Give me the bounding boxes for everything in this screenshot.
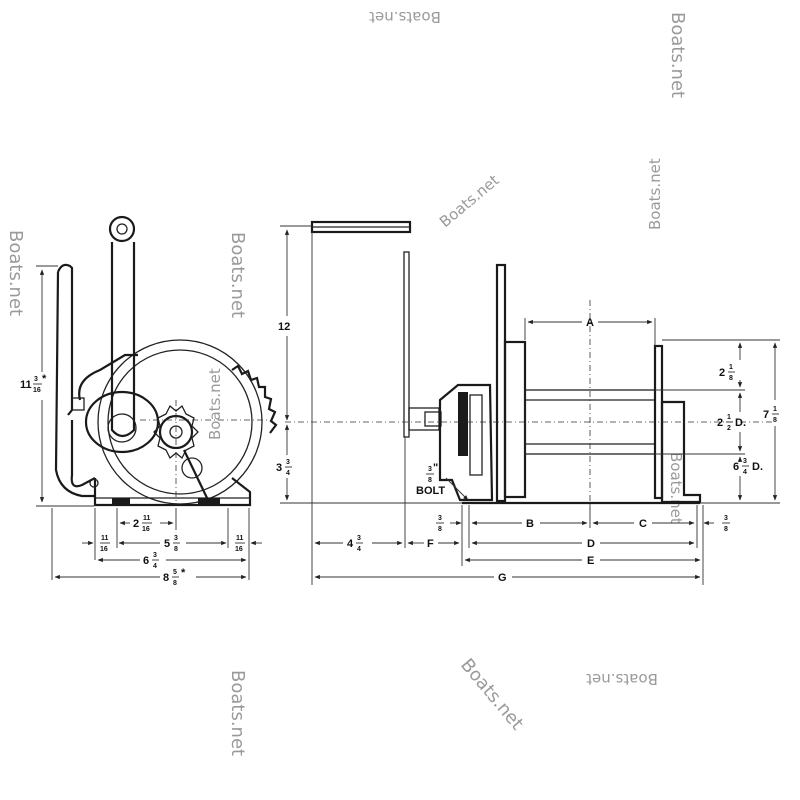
gap-r-den: 8 bbox=[724, 526, 728, 533]
dim-l1116-den: 16 bbox=[100, 546, 108, 553]
base-bolt bbox=[89, 478, 99, 488]
dim-6-den: 4 bbox=[153, 563, 157, 570]
handle-eye-hole bbox=[116, 223, 128, 235]
dim-r2h-num: 1 bbox=[727, 414, 731, 421]
drum-hub bbox=[107, 413, 137, 443]
dim-5-num: 3 bbox=[174, 535, 178, 542]
dim-6-whole: 6 bbox=[143, 555, 149, 567]
dim-r7-den: 8 bbox=[773, 417, 777, 424]
input-shaft bbox=[408, 407, 440, 431]
side-view: 11 3 16 * 2 11 16 11 16 5 3 8 11 16 bbox=[20, 215, 278, 587]
dim-f: F bbox=[427, 538, 434, 550]
dim-r6-suffix: D. bbox=[752, 461, 763, 473]
watermark: Boats.net bbox=[667, 12, 688, 98]
handle-bracket bbox=[71, 397, 85, 411]
dim-a: A bbox=[586, 317, 594, 329]
dim-r7-whole: 7 bbox=[763, 409, 769, 421]
watermark: Boats.net bbox=[646, 158, 664, 230]
dim-b: B bbox=[526, 518, 534, 530]
pawl-pivot bbox=[181, 457, 203, 479]
drum-disk bbox=[84, 390, 160, 454]
crank-handle-outer bbox=[54, 271, 96, 498]
bolt-mark: " bbox=[433, 462, 438, 474]
dim-2-den: 16 bbox=[142, 526, 150, 533]
dim-r1116-num: 11 bbox=[236, 535, 244, 542]
dim-8-star: * bbox=[181, 567, 186, 579]
crank-handle bbox=[56, 263, 74, 416]
dim-g: G bbox=[498, 572, 507, 584]
dim-11-whole: 11 bbox=[20, 379, 32, 391]
front-view: 12 3 3 4 3 " 8 BOLT A 2 1 8 bbox=[276, 220, 780, 585]
pinion-teeth bbox=[153, 404, 199, 460]
dim-5-den: 8 bbox=[174, 546, 178, 553]
dim-3-whole: 3 bbox=[276, 462, 282, 474]
dim-r2h-whole: 2 bbox=[717, 417, 723, 429]
watermark: Boats.net bbox=[206, 368, 224, 440]
dim-c: C bbox=[639, 518, 647, 530]
bolt-den: 8 bbox=[428, 477, 432, 484]
dim-4-num: 3 bbox=[357, 535, 361, 542]
frame-top bbox=[78, 353, 138, 401]
base-foot-left bbox=[112, 498, 130, 505]
gear-teeth bbox=[231, 364, 278, 434]
dim-e: E bbox=[587, 555, 594, 567]
dim-8-num: 5 bbox=[173, 569, 177, 576]
dim-5-whole: 5 bbox=[164, 538, 170, 550]
vertical-handle bbox=[110, 242, 136, 438]
base-foot-right bbox=[198, 498, 220, 505]
dim-3-num: 3 bbox=[286, 459, 290, 466]
watermark: Boats.net bbox=[586, 670, 658, 688]
watermark: Boats.net bbox=[227, 232, 248, 318]
dim-r7-num: 1 bbox=[773, 406, 777, 413]
dim-r2-num: 1 bbox=[729, 364, 733, 371]
dim-d: D bbox=[587, 538, 595, 550]
dim-r1116-den: 16 bbox=[235, 546, 243, 553]
frame-left bbox=[70, 420, 96, 488]
bolt-num: 3 bbox=[428, 466, 432, 473]
dim-6-num: 3 bbox=[153, 552, 157, 559]
dim-11-den: 16 bbox=[33, 387, 41, 394]
dim-r2-den: 8 bbox=[729, 375, 733, 382]
watermark: Boats.net bbox=[436, 171, 503, 231]
watermark: Boats.net bbox=[5, 230, 26, 316]
gap-r-num: 3 bbox=[724, 515, 728, 522]
dim-r2h-suffix: D. bbox=[735, 417, 746, 429]
gear-plate bbox=[469, 394, 483, 476]
dim-2-whole: 2 bbox=[133, 518, 139, 530]
bolt-leader bbox=[445, 477, 469, 501]
watermark: Boats.net bbox=[369, 8, 441, 26]
dim-r6-den: 4 bbox=[743, 469, 747, 476]
gearbox bbox=[438, 383, 494, 502]
dim-r2h-den: 2 bbox=[727, 425, 731, 432]
handle-eye bbox=[108, 215, 136, 243]
gear-housing bbox=[97, 339, 263, 505]
bolt-label: BOLT bbox=[416, 485, 445, 497]
dim-r6-num: 3 bbox=[743, 458, 747, 465]
drum-hub-plate bbox=[503, 340, 527, 499]
gear-ring bbox=[107, 349, 253, 495]
dim-11-num: 3 bbox=[34, 376, 38, 383]
gap-l-den: 8 bbox=[438, 526, 442, 533]
watermarks: Boats.net Boats.net Boats.net Boats.net … bbox=[5, 8, 688, 756]
dim-11-star: * bbox=[42, 373, 47, 385]
dim-r2-whole: 2 bbox=[719, 367, 725, 379]
gear-stack bbox=[458, 392, 468, 456]
dim-8-whole: 8 bbox=[163, 572, 169, 584]
dim-2-num: 11 bbox=[143, 515, 151, 522]
dim-l1116-num: 11 bbox=[101, 535, 109, 542]
dim-r6-whole: 6 bbox=[733, 461, 739, 473]
watermark: Boats.net bbox=[227, 670, 248, 756]
handle-shaft bbox=[403, 251, 410, 438]
gap-l-num: 3 bbox=[438, 515, 442, 522]
dim-8-den: 8 bbox=[173, 580, 177, 587]
watermark: Boats.net bbox=[667, 452, 685, 524]
main-flange bbox=[495, 263, 507, 503]
watermark: Boats.net bbox=[456, 655, 527, 734]
dim-4-whole: 4 bbox=[347, 538, 354, 550]
dim-4-den: 4 bbox=[357, 546, 361, 553]
dim-3-den: 4 bbox=[286, 470, 290, 477]
dim-12: 12 bbox=[278, 321, 290, 333]
